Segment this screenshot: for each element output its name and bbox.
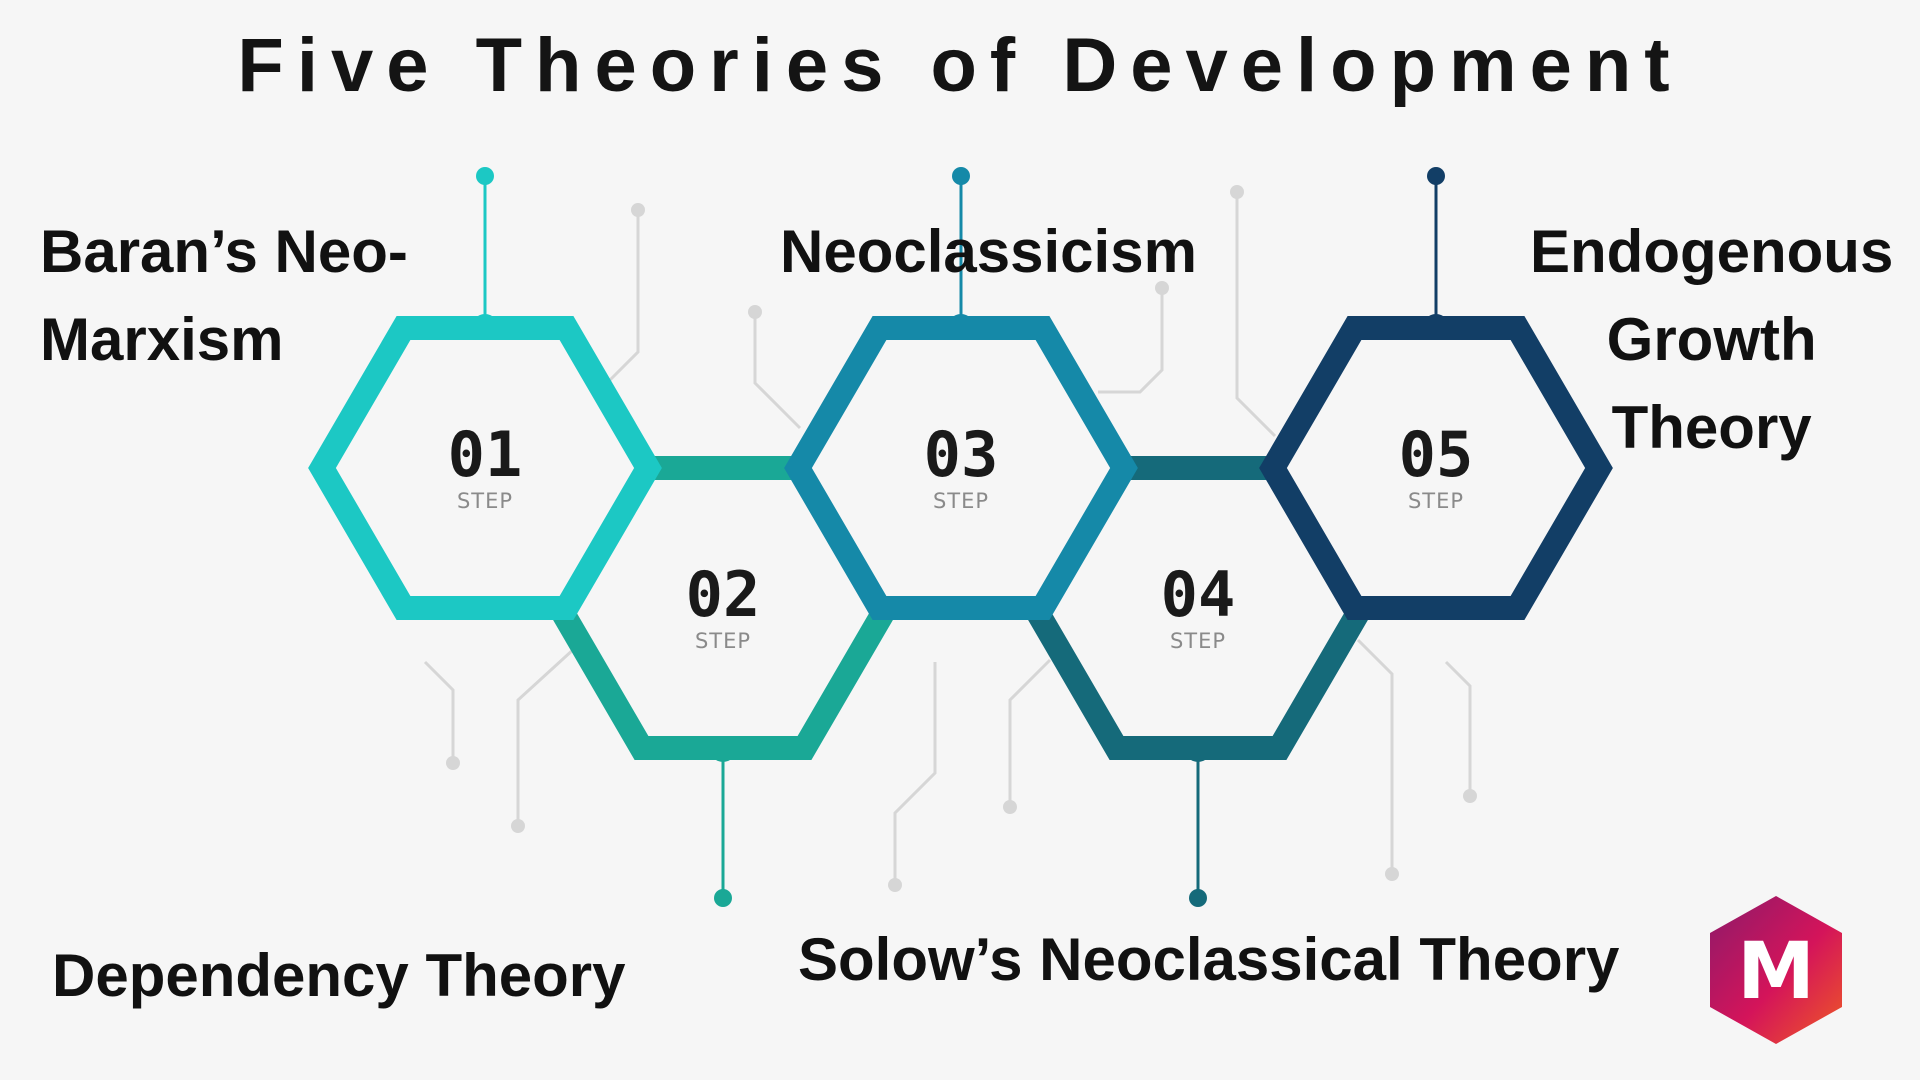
step-number: 03 xyxy=(924,418,999,491)
theory-3-label: Neoclassicism xyxy=(780,218,1197,285)
step-number: 05 xyxy=(1399,418,1474,491)
step-caption: STEP xyxy=(1170,629,1226,653)
connector-dot xyxy=(1427,167,1445,185)
step-caption: STEP xyxy=(457,489,513,513)
step-number: 02 xyxy=(686,558,761,631)
connector-dot xyxy=(714,889,732,907)
circuit-lines xyxy=(423,192,1472,885)
hexagon-outline xyxy=(1259,316,1613,620)
logo-letter: M xyxy=(1737,927,1815,1017)
theory-5-label: Endogenous Growth Theory xyxy=(1530,218,1894,461)
connector-dot xyxy=(952,167,970,185)
logo-hexagon-icon xyxy=(1710,896,1842,1044)
step-number: 01 xyxy=(448,418,523,491)
step-caption: STEP xyxy=(933,489,989,513)
page-title: Five Theories of Development xyxy=(237,23,1683,108)
hexagon-outline xyxy=(308,316,662,620)
hexagon-outline xyxy=(784,316,1138,620)
step-caption: STEP xyxy=(695,629,751,653)
step-number: 04 xyxy=(1161,558,1236,631)
connector-dot xyxy=(476,167,494,185)
theory-4-label: Solow’s Neoclassical Theory xyxy=(798,926,1620,993)
theory-2-label: Dependency Theory xyxy=(52,942,626,1009)
step-caption: STEP xyxy=(1408,489,1464,513)
theory-1-label: Baran’s Neo- Marxism xyxy=(40,218,408,373)
connector-dot xyxy=(1189,889,1207,907)
circuit-dots xyxy=(446,185,1477,892)
logo: M xyxy=(1710,896,1842,1044)
